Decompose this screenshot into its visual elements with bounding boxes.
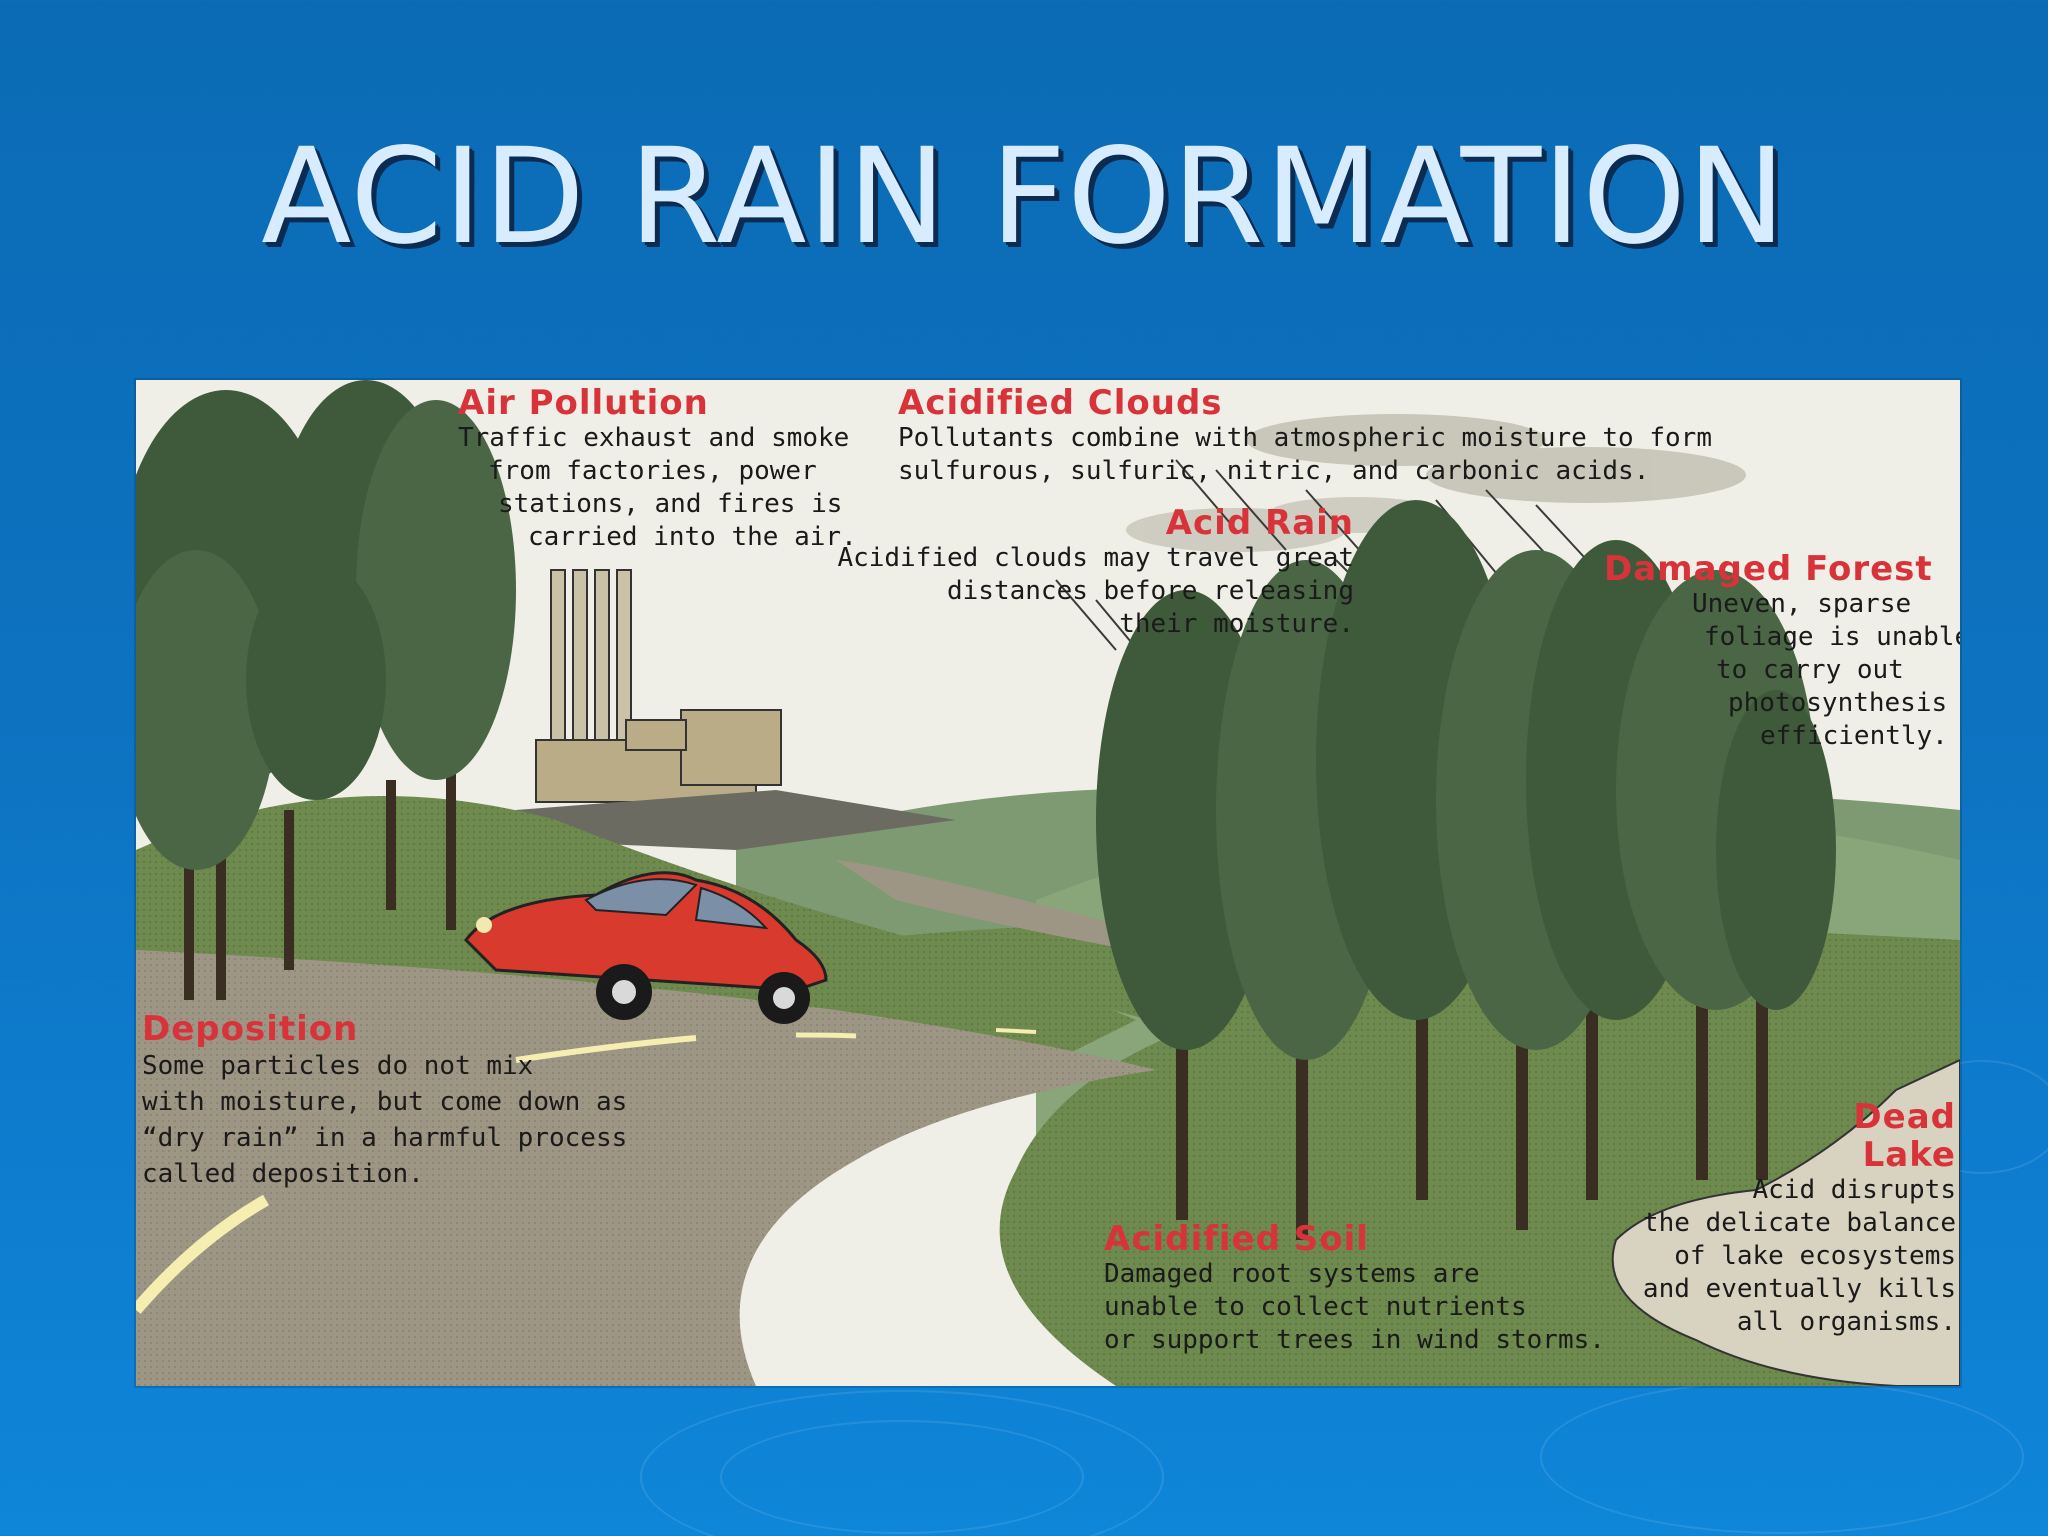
acidified-clouds-heading: Acidified Clouds: [898, 383, 1223, 423]
damaged-forest-line: Uneven, sparse: [1692, 589, 1912, 619]
water-ripple: [720, 1420, 1084, 1534]
acidified-soil-line: or support trees in wind storms.: [1104, 1325, 1605, 1355]
damaged-forest-label: Damaged Forest Uneven, sparse foliage is…: [1604, 550, 1960, 753]
air-pollution-line: stations, and fires is: [498, 489, 843, 519]
acid-rain-heading: Acid Rain: [1165, 503, 1354, 543]
dead-lake-shape: [1611, 1058, 1960, 1386]
deposition-line: Some particles do not mix: [142, 1051, 534, 1081]
dead-lake-line: the delicate balance: [1642, 1208, 1956, 1238]
deposition-label: Deposition Some particles do not mix wit…: [142, 1010, 627, 1192]
factory: [516, 569, 956, 850]
acid-rain-line: Acidified clouds may travel great: [837, 543, 1354, 573]
dead-lake-line: and eventually kills: [1642, 1274, 1956, 1304]
slide-title: ACID RAIN FORMATION: [261, 120, 1787, 274]
damaged-forest-line: foliage is unable: [1704, 622, 1960, 652]
deposition-line: with moisture, but come down as: [142, 1087, 628, 1117]
dead-lake-line: of lake ecosystems: [1674, 1241, 1956, 1271]
acid-rain-line: distances before releasing: [947, 576, 1354, 606]
acidified-soil-label: Acidified Soil Damaged root systems are …: [1104, 1220, 1605, 1357]
acid-rain-line: their moisture.: [1119, 609, 1354, 639]
left-trees: [136, 380, 516, 1000]
water-ripple: [1540, 1380, 2024, 1534]
deposition-line: “dry rain” in a harmful process: [142, 1123, 628, 1153]
damaged-forest-line: to carry out: [1716, 655, 1904, 685]
dead-lake-label: Dead Lake Acid disrupts the delicate bal…: [1643, 1098, 1956, 1339]
deposition-heading: Deposition: [142, 1009, 359, 1049]
landscape-illustration: [136, 380, 1960, 1386]
acidified-soil-line: Damaged root systems are: [1104, 1259, 1480, 1289]
air-pollution-heading: Air Pollution: [458, 383, 709, 423]
damaged-forest-trees: [1096, 500, 1836, 1240]
air-pollution-line: carried into the air.: [528, 522, 857, 552]
damaged-forest-line: efficiently.: [1760, 721, 1948, 751]
acidified-clouds-line: Pollutants combine with atmospheric mois…: [898, 423, 1712, 453]
acid-rain-diagram: Air Pollution Traffic exhaust and smoke …: [136, 380, 1960, 1386]
acidified-clouds-line: sulfurous, sulfuric, nitric, and carboni…: [898, 456, 1650, 486]
dead-lake-heading: Lake: [1862, 1135, 1956, 1175]
air-pollution-line: from factories, power: [488, 456, 817, 486]
dead-lake-line: Acid disrupts: [1752, 1175, 1957, 1205]
acidified-soil-line: unable to collect nutrients: [1104, 1292, 1527, 1322]
damaged-forest-heading: Damaged Forest: [1604, 549, 1933, 589]
red-car: [464, 871, 828, 1024]
damaged-forest-line: photosynthesis: [1728, 688, 1948, 718]
road: [136, 950, 1156, 1386]
air-pollution-label: Air Pollution Traffic exhaust and smoke …: [458, 384, 857, 554]
air-pollution-line: Traffic exhaust and smoke: [458, 423, 850, 453]
acidified-soil-heading: Acidified Soil: [1104, 1219, 1369, 1259]
acid-rain-label: Acid Rain Acidified clouds may travel gr…: [837, 504, 1354, 641]
deposition-line: called deposition.: [142, 1159, 424, 1189]
dead-lake-heading: Dead: [1853, 1097, 1956, 1137]
acidified-clouds-label: Acidified Clouds Pollutants combine with…: [898, 384, 1712, 488]
dead-lake-line: all organisms.: [1736, 1307, 1956, 1337]
